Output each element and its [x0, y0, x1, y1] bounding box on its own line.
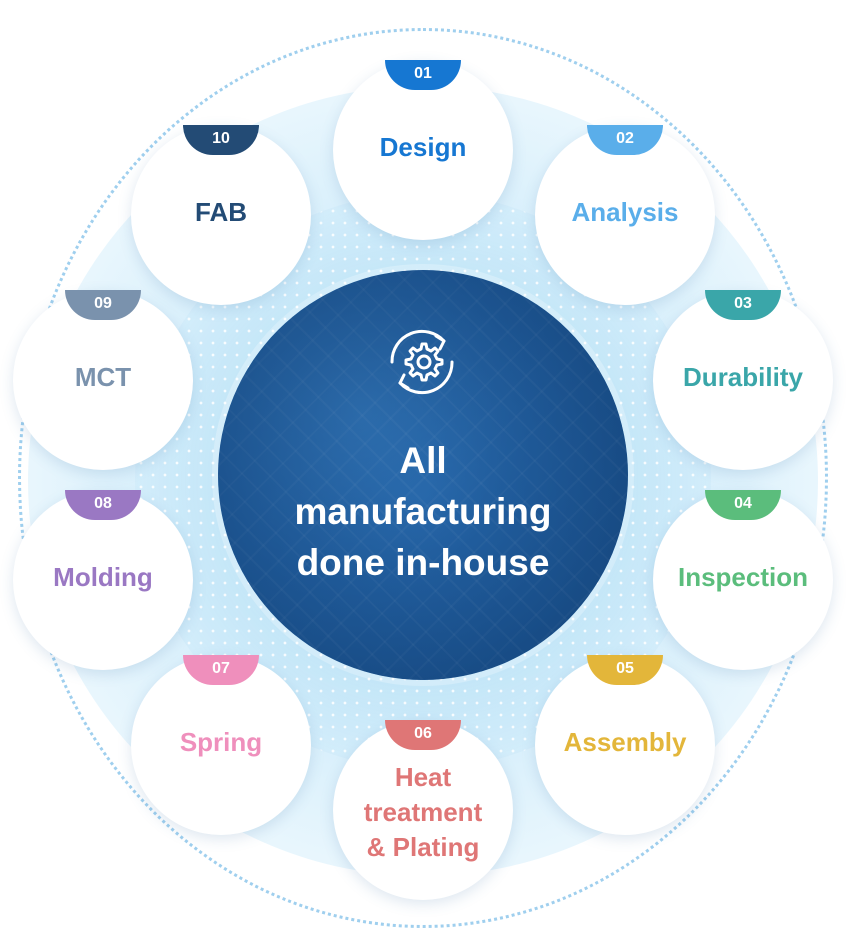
step-01-design: 01 Design: [333, 60, 513, 240]
step-10-fab: 10 FAB: [131, 125, 311, 305]
step-label: Assembly: [563, 727, 687, 757]
step-number-badge: 01: [385, 60, 461, 90]
step-08-molding: 08 Molding: [13, 490, 193, 670]
step-09-mct: 09 MCT: [13, 290, 193, 470]
center-overlay: [218, 270, 628, 680]
step-03-durability: 03 Durability: [653, 290, 833, 470]
step-05-assembly: 05 Assembly: [535, 655, 715, 835]
step-label: Spring: [179, 727, 263, 757]
step-label: Molding: [53, 562, 153, 592]
step-number-badge: 02: [587, 125, 663, 155]
step-label: Durability: [683, 362, 803, 392]
step-number-badge: 07: [183, 655, 259, 685]
step-04-inspection: 04 Inspection: [653, 490, 833, 670]
step-label: Inspection: [677, 562, 808, 592]
step-06-heat-treatment-plating: 06 Heat treatment & Plating: [333, 720, 513, 900]
gear-cycle-icon: [390, 329, 454, 395]
step-label: FAB: [195, 197, 247, 227]
step-label: MCT: [74, 362, 132, 392]
step-number-badge: 04: [705, 490, 781, 520]
step-number-badge: 10: [183, 125, 259, 155]
step-number-badge: 09: [65, 290, 141, 320]
step-number-badge: 03: [705, 290, 781, 320]
step-label: Design: [379, 132, 467, 162]
step-07-spring: 07 Spring: [131, 655, 311, 835]
outer-dotted-ring: [18, 28, 828, 928]
step-label: Heat treatment & Plating: [363, 762, 483, 862]
step-number-badge: 05: [587, 655, 663, 685]
step-number-badge: 08: [65, 490, 141, 520]
step-02-analysis: 02 Analysis: [535, 125, 715, 305]
step-number-badge: 06: [385, 720, 461, 750]
step-label: Analysis: [571, 197, 679, 227]
center-title: All manufacturing done in-house: [294, 440, 552, 583]
center-circle: All manufacturing done in-house: [218, 270, 628, 680]
